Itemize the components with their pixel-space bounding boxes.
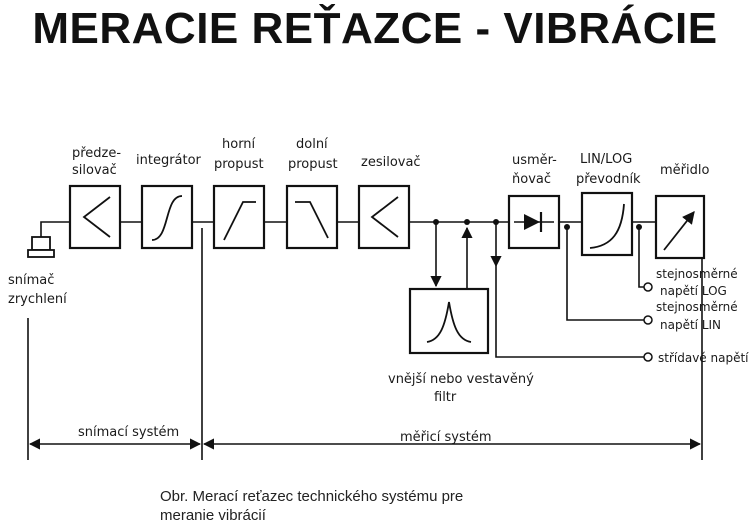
filter-block <box>408 287 490 355</box>
ac-label: střídavé napětí <box>658 351 749 365</box>
lowpass-label-1: dolní <box>296 137 328 152</box>
rectifier-label-2: ňovač <box>512 172 551 187</box>
amplifier-icon <box>82 196 111 238</box>
page-title: MERACIE REŤAZCE - VIBRÁCIE <box>32 4 718 53</box>
preamp-label-2: silovač <box>72 163 117 178</box>
integrator-label: integrátor <box>136 153 202 168</box>
log-curve-icon <box>589 203 625 249</box>
filter-label-1: vnější nebo vestavěný <box>388 372 534 387</box>
sensor-symbol <box>27 221 70 258</box>
caption-line-1: Obr. Merací reťazec technického systému … <box>160 488 464 505</box>
filter-label-2: filtr <box>434 390 457 405</box>
sensor-label-2: zrychlení <box>8 292 67 307</box>
integral-curve-icon <box>151 195 183 241</box>
meter-needle-icon <box>663 211 695 251</box>
dc-log-label-1: stejnosměrné <box>656 267 738 281</box>
amplifier-block <box>357 184 411 250</box>
amplifier-label: zesilovač <box>361 155 421 170</box>
lowpass-label-2: propust <box>288 157 338 172</box>
caption-line-2: meranie vibrácií <box>160 507 266 524</box>
converter-label-1: LIN/LOG <box>580 152 632 167</box>
meter-label: měřidlo <box>660 163 709 178</box>
meter-block <box>654 194 706 260</box>
preamplifier-block <box>68 184 122 250</box>
dc-lin-terminal <box>643 315 653 325</box>
bandpass-peak-icon <box>426 301 472 343</box>
converter-label-2: převodník <box>576 172 641 187</box>
highpass-curve-icon <box>223 201 256 241</box>
sensing-system-label: snímací systém <box>78 425 179 440</box>
dc-lin-label-1: stejnosměrné <box>656 300 738 314</box>
figure-caption: Obr. Merací reťazec technického systému … <box>160 487 720 525</box>
dc-lin-label-2: napětí LIN <box>660 318 721 332</box>
sensor-label-1: snímač <box>8 273 54 288</box>
converter-block <box>580 191 634 257</box>
highpass-label-1: horní <box>222 137 256 152</box>
highpass-label-2: propust <box>214 157 264 172</box>
lowpass-block <box>285 184 339 250</box>
ac-terminal <box>643 352 653 362</box>
amplifier-icon-2 <box>370 196 399 238</box>
dc-log-label-2: napětí LOG <box>660 284 727 298</box>
rectifier-label-1: usměr- <box>512 153 557 168</box>
diode-icon <box>524 214 540 230</box>
preamp-label-1: předze- <box>72 146 121 161</box>
lowpass-curve-icon <box>295 201 329 239</box>
measuring-system-label: měřicí systém <box>400 430 492 445</box>
dc-log-terminal <box>643 282 653 292</box>
highpass-block <box>212 184 266 250</box>
